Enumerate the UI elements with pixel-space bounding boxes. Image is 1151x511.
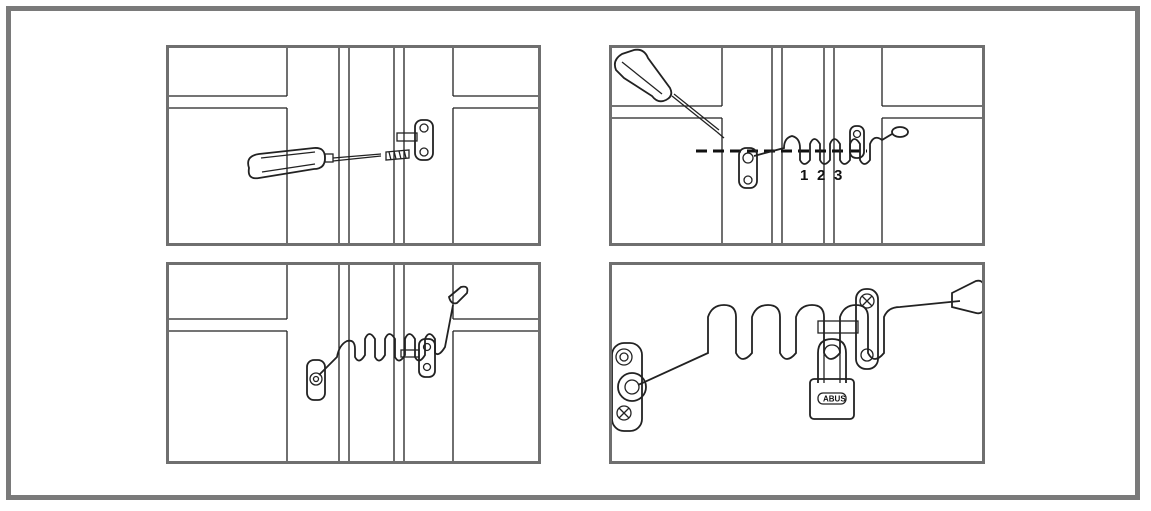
- fixing-plate-icon: [817, 288, 879, 370]
- step-4-panel: ABUS: [609, 262, 985, 464]
- position-marker-3: 3: [834, 167, 842, 184]
- cable-grip: [447, 285, 469, 305]
- step-1-panel: [166, 45, 541, 246]
- screwdriver-icon: [613, 48, 725, 139]
- screwdriver-icon: [247, 147, 382, 180]
- step-2-illustration: 1 2 3: [612, 48, 982, 243]
- fixing-plate-icon: [400, 338, 436, 378]
- spiral-cable: [753, 133, 893, 165]
- position-marker-2: 2: [817, 167, 825, 184]
- cable-grip: [951, 279, 982, 315]
- step-3-panel: [166, 262, 541, 464]
- spiral-cable: [637, 300, 961, 386]
- step-4-illustration: ABUS: [612, 279, 982, 432]
- hanger-plate-icon: [738, 147, 758, 189]
- padlock-icon: ABUS: [809, 338, 855, 420]
- position-marker-1: 1: [800, 167, 808, 184]
- screw-icon: [385, 149, 410, 161]
- cable-grip: [891, 126, 909, 138]
- step-1-illustration: [169, 48, 538, 243]
- padlock-brand: ABUS: [823, 395, 846, 404]
- fixing-plate-icon: [849, 125, 865, 159]
- step-3-illustration: [169, 265, 538, 461]
- hanger-plate-icon: [306, 359, 326, 401]
- spiral-cable: [318, 304, 454, 376]
- hanger-plate-icon: [612, 342, 647, 432]
- step-2-panel: 1 2 3: [609, 45, 985, 246]
- fixing-plate-icon: [396, 119, 434, 161]
